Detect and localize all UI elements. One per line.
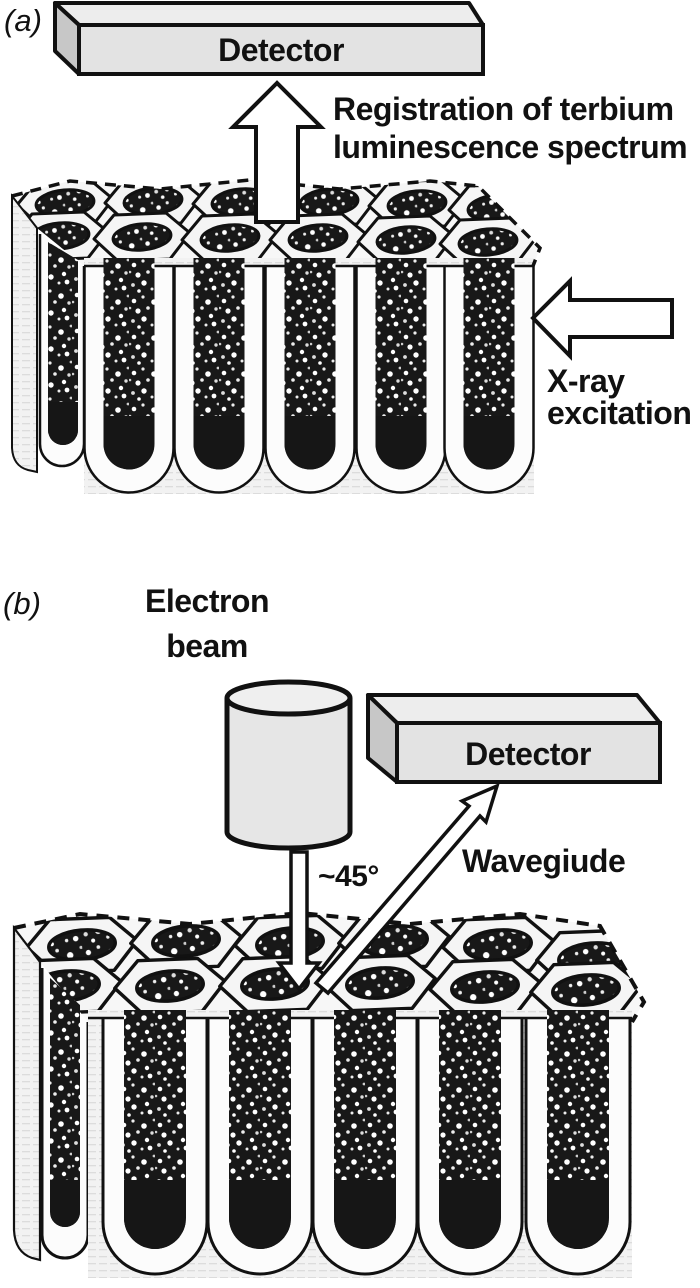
waveguide-label: Wavegiude bbox=[462, 843, 625, 879]
cylinder-body bbox=[224, 698, 353, 851]
electron-beam-caption-line2: beam bbox=[166, 628, 248, 664]
electron-beam-arrow-icon bbox=[275, 850, 323, 992]
membrane-b-front-face bbox=[88, 1010, 632, 1278]
membrane-b bbox=[12, 910, 647, 1278]
waveguide-arrow-icon bbox=[313, 782, 500, 996]
panel-a: Detector (a) Registration of terbium lum… bbox=[4, 1, 692, 494]
angle-label: ~45° bbox=[318, 860, 379, 893]
electron-gun-cylinder bbox=[224, 679, 353, 851]
detector-a-label: Detector bbox=[218, 32, 344, 68]
detector-b-label: Detector bbox=[465, 736, 591, 772]
xray-caption-line2: excitation bbox=[547, 395, 691, 431]
detector-b-front-face bbox=[395, 721, 662, 784]
membrane-a-front-face bbox=[83, 258, 535, 494]
registration-caption-line2: luminescence spectrum bbox=[333, 129, 687, 165]
membrane-b-back-edge bbox=[13, 910, 647, 1024]
detector-box-a: Detector bbox=[53, 1, 485, 76]
registration-caption-line1: Registration of terbium bbox=[333, 91, 674, 127]
detector-b-top-face bbox=[366, 693, 662, 725]
membrane-a-back-edge bbox=[11, 178, 543, 267]
detector-a-top-face bbox=[53, 1, 485, 27]
panel-b-label: (b) bbox=[3, 586, 41, 621]
membrane-b-side-face bbox=[12, 924, 90, 1262]
panel-b: Detector (b) Electron beam ~45° Wavegiud… bbox=[3, 583, 662, 1278]
luminescence-up-arrow-icon bbox=[228, 80, 326, 224]
electron-beam-caption-line1: Electron bbox=[145, 583, 269, 619]
cylinder-top bbox=[224, 679, 353, 717]
panel-a-label: (a) bbox=[4, 3, 42, 38]
xray-caption-line1: X-ray bbox=[547, 363, 625, 399]
detector-a-front-face bbox=[77, 23, 485, 76]
membrane-a-side-face bbox=[11, 193, 86, 474]
detector-box-b: Detector bbox=[366, 693, 662, 784]
membrane-a bbox=[11, 178, 543, 494]
xray-left-arrow-icon bbox=[530, 276, 674, 361]
